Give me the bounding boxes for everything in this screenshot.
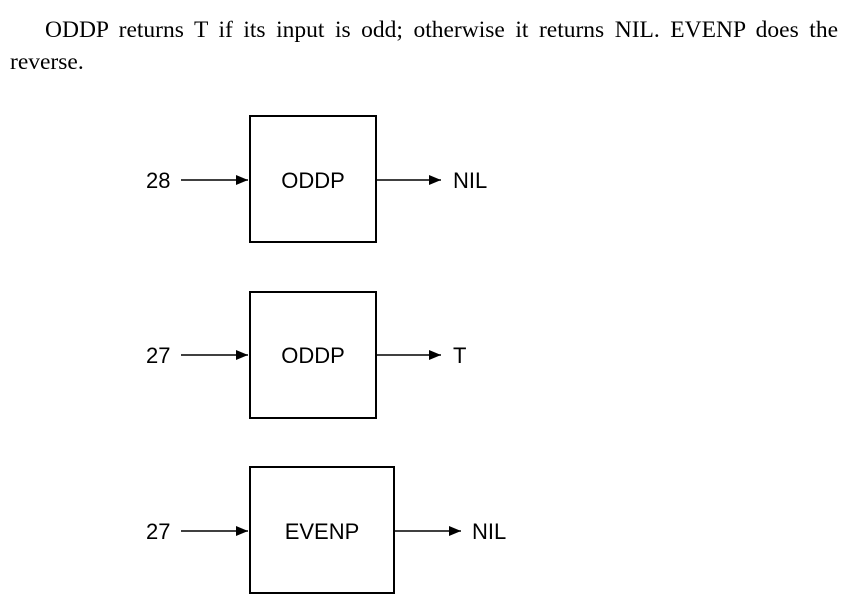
function-label: EVENP	[285, 519, 360, 544]
input-value: 27	[146, 343, 170, 368]
function-box	[249, 115, 377, 243]
input-value: 28	[146, 168, 170, 193]
output-value: NIL	[472, 519, 506, 544]
output-value: T	[453, 343, 466, 368]
diagram-oddp-28: 28 ODDP NIL	[146, 115, 487, 243]
function-box	[249, 466, 395, 594]
diagram-evenp-27: 27 EVENP NIL	[146, 466, 506, 594]
function-label: ODDP	[281, 343, 345, 368]
function-label: ODDP	[281, 168, 345, 193]
description-paragraph: ODDP returns T if its input is odd; othe…	[10, 17, 838, 75]
output-value: NIL	[453, 168, 487, 193]
input-value: 27	[146, 519, 170, 544]
diagram-oddp-27: 27 ODDP T	[146, 291, 466, 419]
